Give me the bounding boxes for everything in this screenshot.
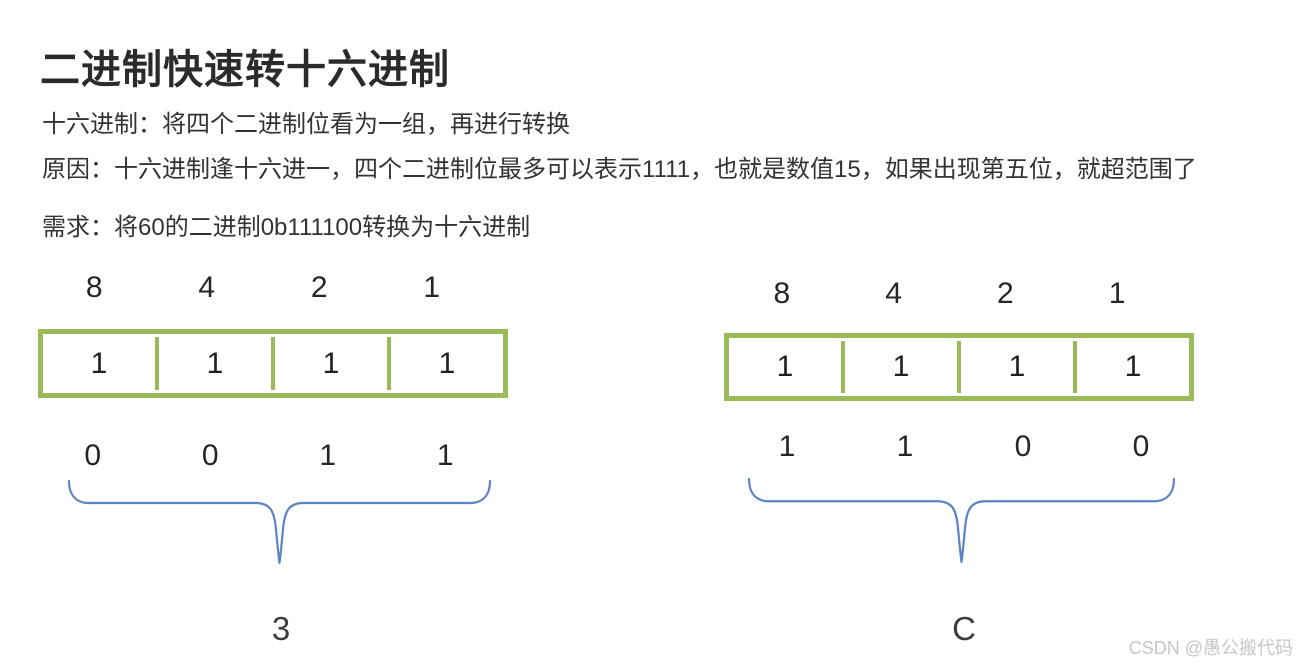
page-title: 二进制快速转十六进制 — [40, 47, 450, 92]
curly-brace-icon — [67, 479, 492, 565]
weight-label: 4 — [198, 271, 216, 304]
bit-cell: 1 — [1124, 350, 1142, 383]
bit-cell: 1 — [43, 337, 159, 390]
group-brace — [66, 479, 493, 567]
bit-cell: 1 — [275, 337, 391, 390]
binary-template-table: 1 1 1 1 — [724, 333, 1194, 401]
bit-cell: 1 — [729, 341, 845, 393]
intro-line-requirement: 需求：将60的二进制0b111100转换为十六进制 — [42, 214, 531, 241]
bit-value: 1 — [778, 430, 796, 463]
bit-value: 1 — [896, 430, 914, 463]
hex-result: C — [952, 610, 976, 647]
bit-value: 0 — [201, 439, 219, 472]
intro-line-hex-rule: 十六进制：将四个二进制位看为一组，再进行转换 — [42, 111, 570, 138]
weight-label: 8 — [85, 271, 103, 304]
weight-label: 2 — [997, 277, 1014, 310]
bit-value: 0 — [1014, 430, 1032, 463]
bit-value: 0 — [84, 439, 102, 472]
weight-label: 2 — [310, 271, 328, 304]
bit-value: 1 — [319, 439, 337, 472]
weight-labels-row: 8 4 2 1 — [726, 277, 1173, 311]
curly-brace-icon — [747, 477, 1176, 564]
hex-result: 3 — [271, 610, 291, 647]
csdn-watermark: CSDN @愚公搬代码 — [1128, 638, 1293, 658]
bit-cell: 1 — [845, 341, 961, 393]
group-brace — [746, 477, 1177, 566]
bit-values-row: 0 0 1 1 — [34, 439, 504, 473]
bit-cell: 1 — [961, 341, 1077, 393]
bit-value: 0 — [1132, 430, 1150, 463]
bit-cell: 1 — [159, 337, 275, 390]
intro-line-reason: 原因：十六进制逢十六进一，四个二进制位最多可以表示1111，也就是数值15，如果… — [42, 156, 1197, 183]
weight-label: 1 — [423, 271, 441, 304]
bit-values-row: 1 1 0 0 — [728, 430, 1200, 464]
weight-label: 1 — [1108, 277, 1126, 310]
bit-value: 1 — [436, 439, 454, 472]
weight-label: 8 — [773, 277, 791, 310]
bit-cell: 1 — [438, 346, 456, 380]
weight-labels-row: 8 4 2 1 — [38, 271, 488, 305]
binary-template-table: 1 1 1 1 — [38, 329, 508, 398]
weight-label: 4 — [885, 277, 902, 310]
